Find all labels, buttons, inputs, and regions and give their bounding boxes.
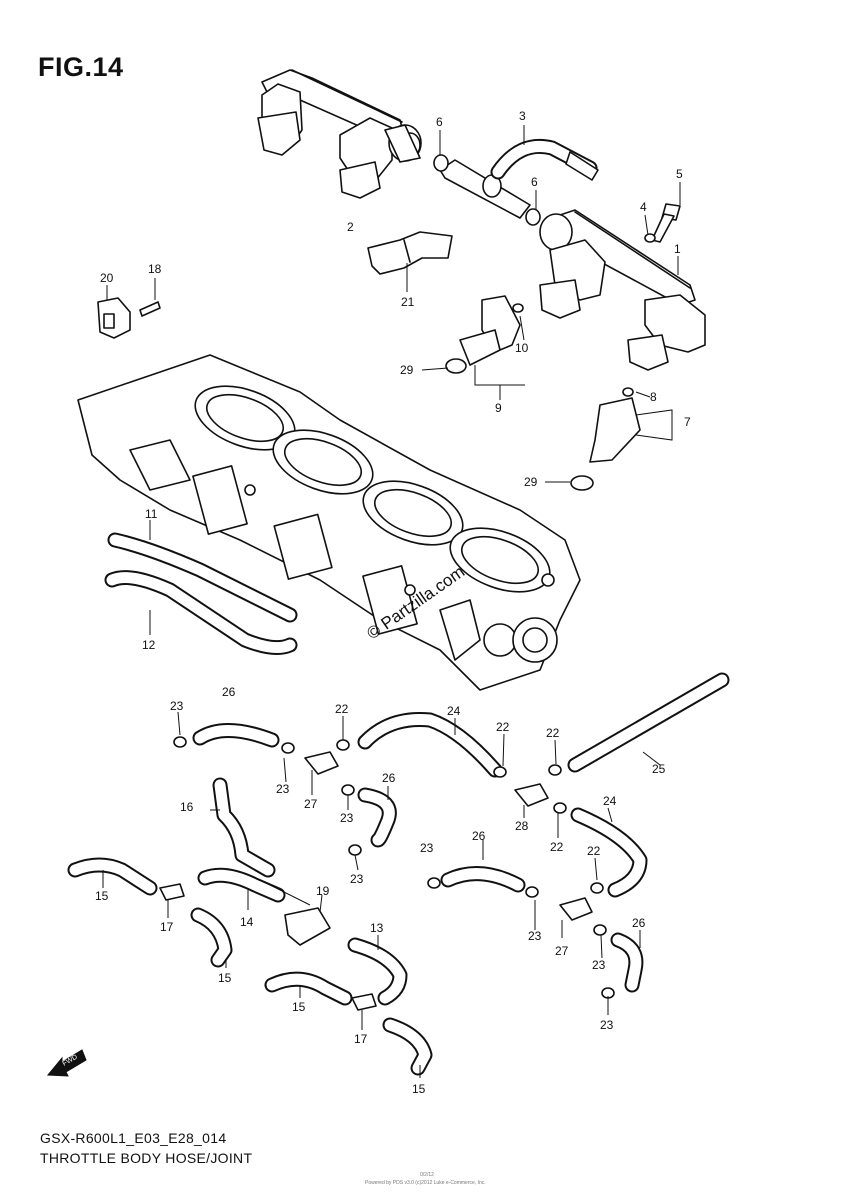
part-label: 24 <box>447 704 461 718</box>
part-label: 10 <box>515 341 529 355</box>
injector-9 <box>445 295 524 374</box>
part-label: 22 <box>587 844 601 858</box>
hose-11 <box>107 532 298 623</box>
part-label: 23 <box>600 1018 614 1032</box>
part-label: 29 <box>524 475 538 489</box>
part-label: 5 <box>676 167 683 181</box>
hose-25 <box>567 672 730 773</box>
part-label: 25 <box>652 762 666 776</box>
part-label: 27 <box>304 797 318 811</box>
part-label: 18 <box>148 262 162 276</box>
part-label: 23 <box>420 841 434 855</box>
fuel-rail-lower <box>539 209 706 371</box>
part-label: 2 <box>347 220 354 234</box>
part-label: 12 <box>142 638 156 652</box>
part-label: 6 <box>436 115 443 129</box>
bolt-5 <box>644 203 681 243</box>
part-label: 6 <box>531 175 538 189</box>
front-arrow-icon: FWD <box>46 1049 87 1077</box>
joint-17-upper <box>159 883 185 901</box>
part-label: 17 <box>354 1032 368 1046</box>
hose-24-right <box>570 807 648 898</box>
part-label: 23 <box>276 782 290 796</box>
part-label: 16 <box>180 800 194 814</box>
part-label: 15 <box>95 889 109 903</box>
footer-small-credit: Powered by PDS v3.0 (c)2012 Luke e-Comme… <box>365 1180 486 1186</box>
part-label: 23 <box>592 958 606 972</box>
footer-small-date: 0/2/12 <box>420 1172 434 1178</box>
hose-13 <box>347 937 408 1006</box>
throttle-body <box>77 354 581 691</box>
hose-12 <box>104 570 298 656</box>
part-label: 26 <box>632 916 646 930</box>
hose-26-center <box>440 866 526 893</box>
part-label: 26 <box>382 771 396 785</box>
hose-15-lower-left <box>190 907 233 968</box>
hose-15-bottom <box>382 1017 433 1076</box>
part-label: 24 <box>603 794 617 808</box>
part-label: 13 <box>370 921 384 935</box>
figure-description: THROTTLE BODY HOSE/JOINT <box>40 1150 253 1166</box>
hose-15-upper-left <box>67 857 158 896</box>
part-label: 23 <box>340 811 354 825</box>
part-label: 15 <box>218 971 232 985</box>
solenoid-valve-19 <box>259 879 331 946</box>
hose-26-right <box>610 932 644 993</box>
clamp-21 <box>367 231 453 275</box>
part-label: 17 <box>160 920 174 934</box>
part-label: 15 <box>292 1000 306 1014</box>
part-label: 20 <box>100 271 114 285</box>
part-label: 23 <box>170 699 184 713</box>
part-label: 22 <box>550 840 564 854</box>
model-code: GSX-R600L1_E03_E28_014 <box>40 1130 227 1146</box>
part-label: 19 <box>316 884 330 898</box>
part-label: 3 <box>519 109 526 123</box>
part-label: 22 <box>496 720 510 734</box>
part-label: 9 <box>495 401 502 415</box>
part-label: 4 <box>640 200 647 214</box>
part-label: 15 <box>412 1082 426 1096</box>
part-label: 14 <box>240 915 254 929</box>
part-label: 27 <box>555 944 569 958</box>
joint-27-left <box>304 751 339 775</box>
part-label: 11 <box>145 507 158 521</box>
part-label: 23 <box>350 872 364 886</box>
part-label: 22 <box>546 726 560 740</box>
part-label: 7 <box>684 415 691 429</box>
hose-14 <box>197 867 286 903</box>
joint-17-lower <box>351 993 377 1011</box>
part-label: 29 <box>400 363 414 377</box>
part-label: 1 <box>674 242 681 256</box>
part-label: 26 <box>472 829 486 843</box>
hose-26-mid <box>357 787 397 848</box>
hose-16 <box>212 777 276 878</box>
hose-24-top <box>357 711 503 778</box>
sensor-20 <box>97 297 161 339</box>
hose-15-mid <box>264 971 353 1006</box>
hose-26-top-left <box>192 722 280 748</box>
fuel-hose-3 <box>490 138 599 181</box>
part-label: 22 <box>335 702 349 716</box>
part-label: 23 <box>528 929 542 943</box>
figure-title: FIG.14 <box>38 52 124 82</box>
joint-28 <box>514 783 549 807</box>
injector-7 <box>570 387 641 491</box>
part-label: 28 <box>515 819 529 833</box>
fuel-rail-upper <box>257 69 422 199</box>
leader-lines <box>102 125 681 1078</box>
rail-connector-pipe <box>433 154 541 226</box>
joint-27-right <box>559 897 593 921</box>
part-label: 8 <box>650 390 657 404</box>
part-number-labels: 3 6 6 5 4 1 2 21 18 20 10 29 9 8 7 29 11… <box>95 109 691 1096</box>
part-label: 21 <box>401 295 415 309</box>
part-label: 26 <box>222 685 236 699</box>
